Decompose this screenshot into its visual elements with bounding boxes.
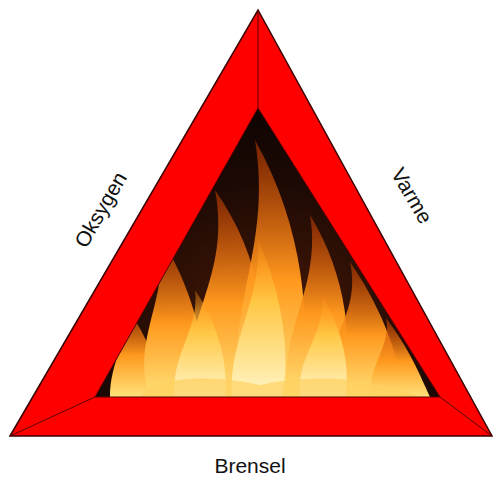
side-label: Varme <box>387 164 437 228</box>
side-label: Oksygen <box>69 168 130 251</box>
side-label: Brensel <box>214 454 285 477</box>
flame-picture <box>90 100 450 400</box>
triangle-frame <box>10 10 492 436</box>
